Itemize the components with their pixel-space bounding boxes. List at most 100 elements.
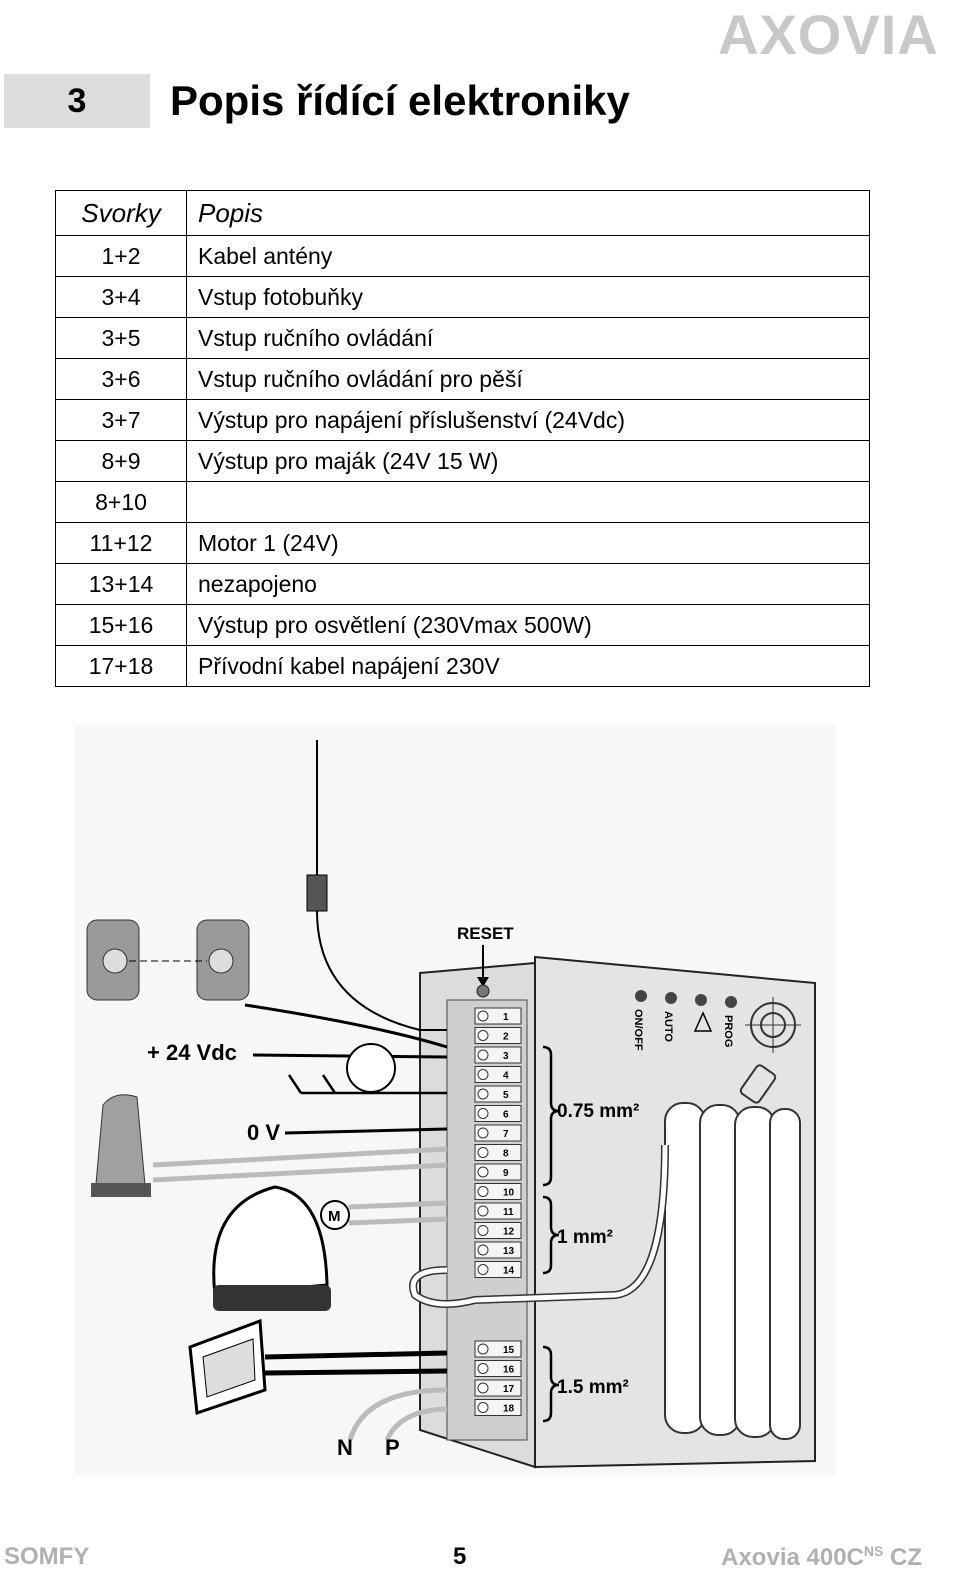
footer-brand: SOMFY	[4, 1543, 90, 1570]
page-number: 5	[453, 1543, 467, 1570]
supply-zero-wire	[284, 1127, 448, 1135]
terminal-screw	[477, 1244, 489, 1256]
terminal-screw	[477, 1108, 489, 1119]
push-buttons	[287, 1074, 447, 1095]
motor-cable	[348, 1200, 448, 1226]
floodlight-cable	[264, 1350, 448, 1376]
reset-button[interactable]	[476, 984, 490, 998]
chapter-title: Popis řídící elektroniky	[170, 77, 630, 124]
description-cell	[186, 481, 870, 523]
chapter-number: 3	[4, 74, 150, 128]
mains-cable	[347, 1387, 448, 1442]
terminal-cell: 3+7	[55, 399, 187, 441]
terminal-screw	[477, 1127, 489, 1139]
mains-p-label: P	[385, 1435, 400, 1460]
antenna-cable	[316, 910, 447, 1031]
description-cell: Výstup pro napájení příslušenství (24Vdc…	[186, 399, 870, 441]
battery-pack	[664, 1102, 801, 1440]
terminal-number: 14	[503, 1266, 515, 1277]
wire-15-label: 1.5 mm²	[557, 1377, 629, 1398]
terminal-screw	[477, 1225, 489, 1236]
terminal-number: 9	[503, 1168, 509, 1179]
terminal-number: 1	[503, 1012, 509, 1023]
terminal-number: 18	[503, 1404, 515, 1415]
terminal-cell: 15+16	[55, 604, 187, 646]
terminal-screw	[477, 1186, 489, 1197]
bracket-075	[542, 1045, 560, 1187]
supply-plus-label: + 24 Vdc	[147, 1040, 237, 1065]
terminal-number: 8	[503, 1149, 509, 1160]
header-description: Popis	[186, 190, 870, 236]
terminal-cell: 1+2	[55, 235, 187, 277]
led-label-onoff: ON/OFF	[632, 1009, 644, 1051]
motor-icon	[320, 1200, 350, 1230]
terminal-screw	[477, 1049, 489, 1061]
led-onoff	[635, 990, 647, 1002]
led-auto	[665, 992, 677, 1004]
mains-n-label: N	[337, 1435, 353, 1460]
terminal-cell: 8+10	[55, 481, 187, 523]
terminal-number: 4	[503, 1071, 509, 1082]
terminal-cell: 13+14	[55, 563, 187, 605]
motor-label: M	[328, 1208, 341, 1225]
bracket-1	[542, 1195, 560, 1275]
description-cell: Přívodní kabel napájení 230V	[186, 645, 870, 687]
bracket-15	[542, 1345, 560, 1423]
terminal-cell: 17+18	[55, 645, 187, 687]
terminal-number: 7	[503, 1129, 509, 1140]
description-cell: Výstup pro osvětlení (230Vmax 500W)	[186, 604, 870, 646]
terminal-cell: 3+5	[55, 317, 187, 359]
terminal-cell: 8+9	[55, 440, 187, 482]
footer-model: Axovia 400CNS CZ	[721, 1543, 922, 1571]
terminal-screw	[477, 1166, 489, 1178]
description-cell: Kabel antény	[186, 235, 870, 277]
terminal-screw	[477, 1147, 489, 1158]
warning-light	[94, 1094, 146, 1196]
logo-text: AXOVIA	[718, 3, 939, 66]
key-switch-icon	[346, 1043, 396, 1093]
table-header-row: Svorky Popis	[55, 190, 870, 236]
terminal-screw	[477, 1010, 489, 1022]
axovia-logo: AXOVIA	[718, 4, 954, 66]
terminal-cell: 3+4	[55, 276, 187, 318]
reset-arrowhead	[477, 977, 489, 987]
terminal-number: 5	[503, 1090, 509, 1101]
led-prog	[725, 996, 737, 1008]
terminal-screw	[477, 1069, 489, 1080]
terminal-screw	[477, 1382, 489, 1394]
terminal-screw	[477, 1264, 489, 1275]
table-row: 8+10	[55, 481, 870, 523]
warning-light-cable	[152, 1146, 448, 1183]
terminal-number: 3	[503, 1051, 509, 1062]
terminal-cell: 3+6	[55, 358, 187, 400]
wire-075-label: 0.75 mm²	[557, 1101, 639, 1122]
description-cell: Vstup fotobuňky	[186, 276, 870, 318]
description-cell: Motor 1 (24V)	[186, 522, 870, 564]
terminal-screw	[477, 1205, 489, 1217]
description-cell: Vstup ručního ovládání	[186, 317, 870, 359]
supply-zero-label: 0 V	[247, 1120, 280, 1145]
led-warning	[695, 994, 707, 1006]
led-label-prog: PROG	[722, 1015, 734, 1047]
photocell-cable	[244, 1003, 448, 1049]
terminal-number: 10	[503, 1188, 515, 1199]
terminal-screw	[477, 1363, 489, 1374]
led-panel: ON/OFF AUTO PROG	[632, 990, 801, 1104]
reset-label: RESET	[457, 924, 514, 943]
terminal-number: 6	[503, 1110, 509, 1121]
motor-unit	[212, 1185, 329, 1297]
remote-icon	[739, 1064, 777, 1104]
header-terminals: Svorky	[55, 190, 187, 236]
terminal-screw	[477, 1343, 489, 1355]
